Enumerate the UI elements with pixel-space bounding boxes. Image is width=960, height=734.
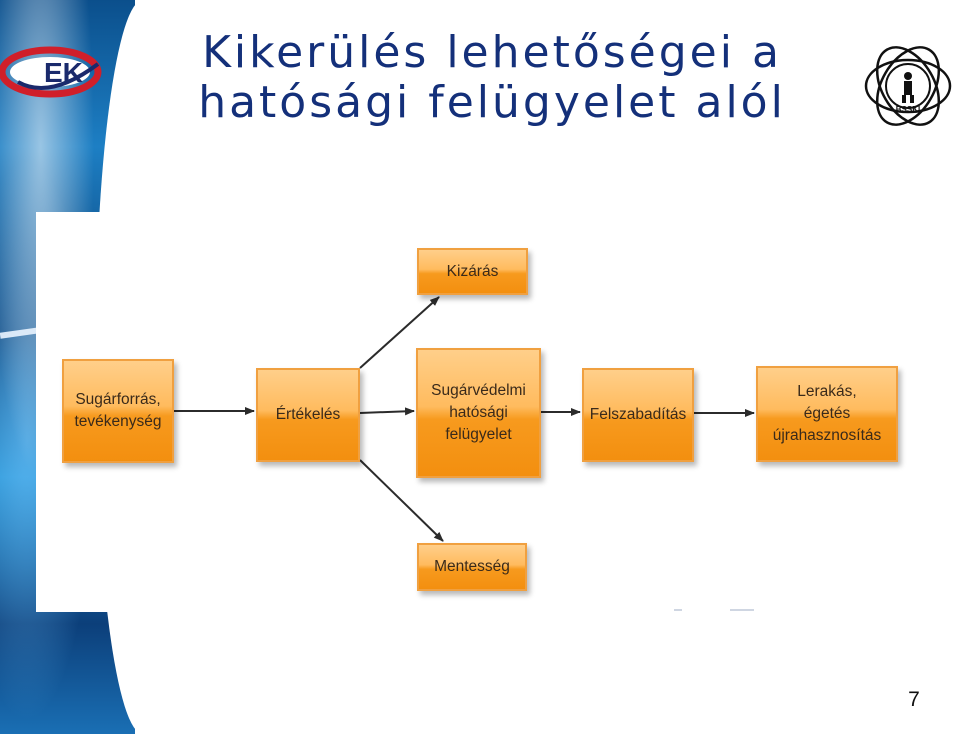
node-exemption: Mentesség — [417, 543, 527, 591]
arrow-evaluation-to-supervision — [360, 411, 414, 413]
node-regulatory-supervision-label: Sugárvédelmi hatósági felügyelet — [431, 380, 526, 446]
node-radiation-source: Sugárforrás, tevékenység — [62, 359, 174, 463]
node-exclusion-label: Kizárás — [447, 261, 499, 283]
decorative-mark — [730, 609, 754, 611]
node-radiation-source-label: Sugárforrás, tevékenység — [74, 389, 161, 433]
decorative-mark — [674, 609, 682, 611]
node-exemption-label: Mentesség — [434, 556, 510, 578]
node-evaluation-label: Értékelés — [276, 404, 341, 426]
node-exclusion: Kizárás — [417, 248, 528, 295]
node-clearance: Felszabadítás — [582, 368, 694, 462]
node-evaluation: Értékelés — [256, 368, 360, 462]
node-regulatory-supervision: Sugárvédelmi hatósági felügyelet — [416, 348, 541, 478]
node-clearance-label: Felszabadítás — [590, 404, 687, 426]
page-number: 7 — [896, 688, 932, 712]
node-disposal-recycling-label: Lerakás, égetés újrahasznosítás — [773, 381, 882, 447]
node-disposal-recycling: Lerakás, égetés újrahasznosítás — [756, 366, 898, 462]
